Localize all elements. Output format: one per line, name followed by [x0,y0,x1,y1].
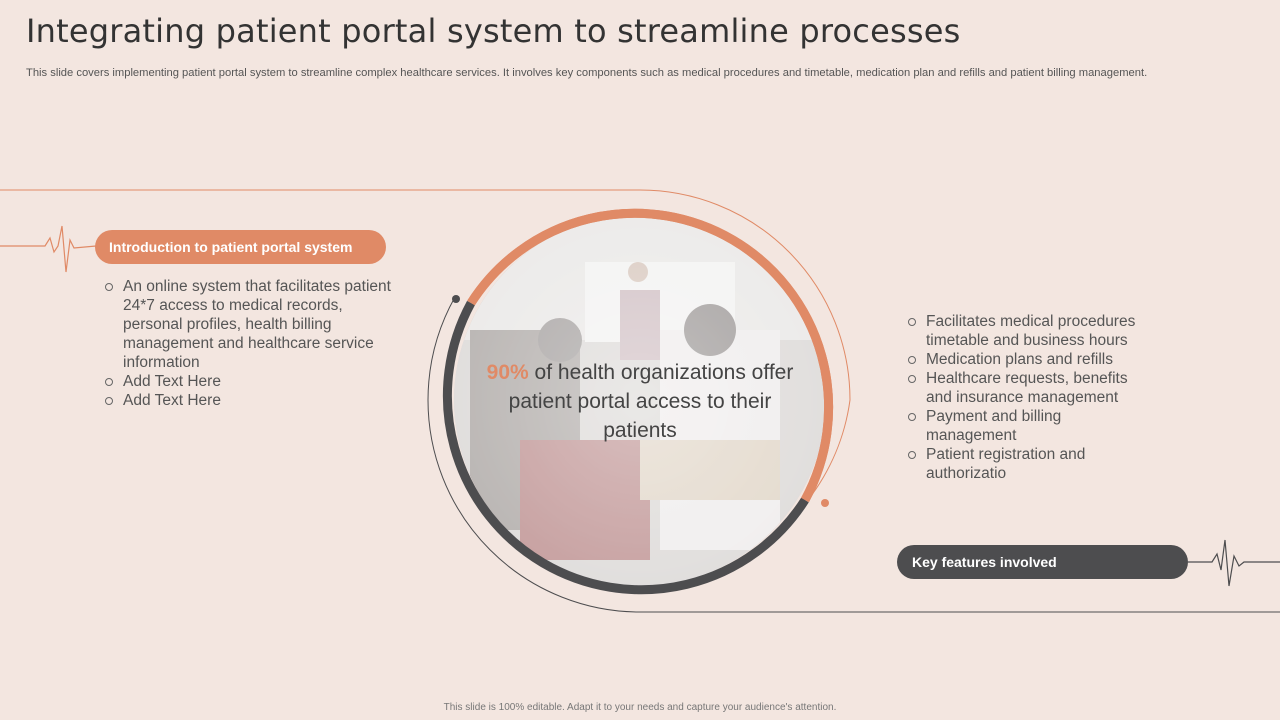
dark-ring-arc [442,300,809,595]
top-connector-line [0,189,851,501]
bottom-connector-line [427,296,1280,613]
ring-end-dot-dark [452,295,460,303]
features-heading-pill: Key features involved [897,545,1188,579]
heartbeat-right-icon [1188,539,1280,587]
statistic-text: of health organizations offer patient po… [508,361,794,442]
features-heading-label: Key features involved [912,554,1057,570]
intro-heading-pill: Introduction to patient portal system [95,230,386,264]
page-subtitle: This slide covers implementing patient p… [26,67,1148,79]
list-item: Facilitates medical procedures timetable… [906,312,1156,350]
statistic-percent: 90% [486,361,529,384]
classroom-photo [454,214,826,586]
footer-note: This slide is 100% editable. Adapt it to… [443,702,837,713]
list-item: Medication plans and refills [906,350,1156,369]
features-bullet-list: Facilitates medical procedures timetable… [906,312,1156,483]
list-item: Add Text Here [103,372,403,391]
intro-bullet-list: An online system that facilitates patien… [103,277,403,410]
ring-end-dot-accent [821,499,829,507]
list-item: An online system that facilitates patien… [103,277,403,372]
center-statistic: 90% of health organizations offer patien… [485,358,795,445]
page-title: Integrating patient portal system to str… [26,12,961,50]
list-item: Payment and billing management [906,407,1156,445]
heartbeat-left-icon [0,225,97,273]
list-item: Patient registration and authorizatio [906,445,1156,483]
intro-heading-label: Introduction to patient portal system [109,239,353,255]
list-item: Healthcare requests, benefits and insura… [906,369,1156,407]
list-item: Add Text Here [103,391,403,410]
